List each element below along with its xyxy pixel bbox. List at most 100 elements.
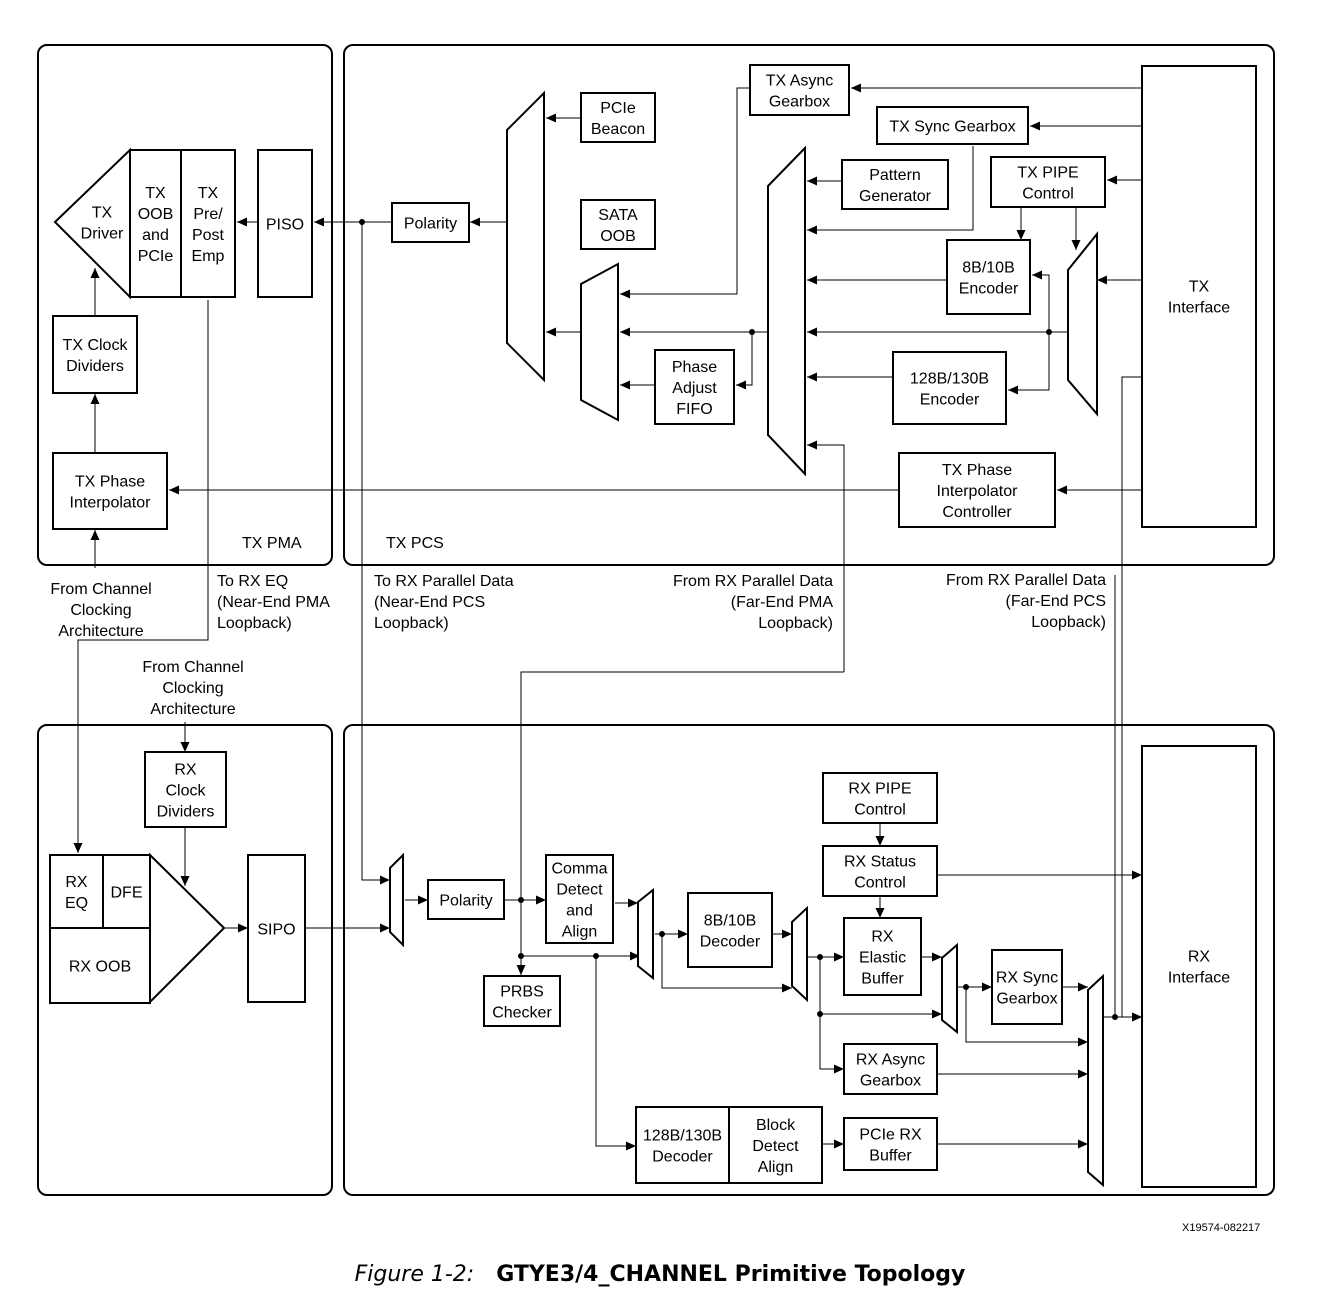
arrow-head — [875, 836, 885, 846]
tx-pipe-control-block — [990, 156, 1106, 208]
arrow-head — [380, 923, 390, 933]
arrow-head — [90, 394, 100, 404]
arrow-head — [620, 327, 630, 337]
enc-8b10b-block — [946, 239, 1031, 315]
from-rx-far-pma-note-line-3: Loopback) — [758, 615, 833, 632]
junction-dot — [1112, 1014, 1118, 1020]
caption-title: GTYE3/4_CHANNEL Primitive Topology — [496, 1262, 966, 1287]
tx-interface-block — [1141, 65, 1257, 528]
dec-128b130b-block-line-1: 128B/130B — [643, 1128, 722, 1145]
rx-polarity-block-line-1: Polarity — [439, 893, 492, 910]
arrow-head — [620, 289, 630, 299]
rx-async-gearbox-block — [843, 1043, 938, 1095]
tx-phase-interp-block — [52, 452, 168, 530]
enc-8b10b-block-line-1: 8B/10B — [962, 260, 1014, 277]
from-rx-far-pcs-note-line-1: From RX Parallel Data — [946, 572, 1106, 589]
arrow-head — [546, 113, 556, 123]
dfe-block-line-1: DFE — [111, 885, 143, 902]
sata-oob-block — [580, 199, 656, 250]
tx-pipe-control-block-line-2: Control — [1022, 186, 1074, 203]
tx-pcs-region — [343, 44, 1275, 566]
rx-clock-dividers-block-line-1: RX — [174, 762, 197, 779]
pattern-generator-block-line-1: Pattern — [869, 167, 921, 184]
block-detect-align-block-line-3: Align — [758, 1159, 794, 1176]
rx-mux-4 — [941, 942, 958, 1035]
tx-pma-region — [37, 44, 333, 566]
arrow-head — [1078, 1139, 1088, 1149]
piso-block-line-1: PISO — [266, 217, 304, 234]
to-rx-eq-note-line-1: To RX EQ — [217, 573, 288, 590]
dec-8b10b-block-line-2: Decoder — [700, 934, 761, 951]
connection-lines — [73, 83, 1142, 1151]
region-frames — [37, 44, 1275, 1196]
tx-driver-line-1: TX — [92, 205, 113, 222]
arrow-head — [1078, 982, 1088, 992]
tx-clock-dividers-block-line-1: TX Clock — [63, 337, 129, 354]
from-channel-clocking-tx-line-3: Architecture — [58, 623, 143, 640]
arrow-head — [169, 485, 179, 495]
sipo-block — [247, 854, 306, 1003]
tx-pipe-control-block-line-1: TX PIPE — [1017, 165, 1078, 182]
block-detect-align-block — [728, 1106, 823, 1184]
tx-pi-controller-block — [898, 452, 1056, 528]
arrow-head — [536, 895, 546, 905]
rx-pipe-control-block-line-1: RX PIPE — [848, 781, 911, 798]
rx-eq-block-line-1: RX — [65, 874, 88, 891]
arrow-head — [626, 1141, 636, 1151]
comma-detect-block — [545, 854, 614, 944]
junction-dot — [518, 953, 524, 959]
smallmux-feed — [1121, 376, 1142, 1018]
dec-128b130b-block — [635, 1106, 730, 1184]
to-rx-parallel-note-line-3: Loopback) — [374, 615, 449, 632]
pcie-rx-buffer-block-line-1: PCIe RX — [859, 1127, 922, 1144]
arrow-head — [1078, 1069, 1088, 1079]
dec-8b10b-block-line-1: 8B/10B — [704, 913, 756, 930]
pcie-beacon-block-line-2: Beacon — [591, 121, 645, 138]
from-channel-clocking-rx-line-1: From Channel — [142, 659, 243, 676]
arrow-head — [180, 742, 190, 752]
arrow-head — [736, 380, 746, 390]
rx-status-control-block-line-1: RX Status — [844, 854, 916, 871]
rx-elastic-buffer-block-line-1: RX — [871, 929, 894, 946]
arrow-head — [851, 83, 861, 93]
arrow-head — [1097, 275, 1107, 285]
phase-adjust-fifo-block-line-2: Adjust — [672, 380, 717, 397]
bus-to-enc128 — [1008, 332, 1050, 391]
arrow-head — [1032, 270, 1042, 280]
prbs-checker-block-line-1: PRBS — [500, 984, 544, 1001]
enc-128b130b-block-line-1: 128B/130B — [910, 371, 989, 388]
rx-interface-block-line-1: RX — [1188, 949, 1211, 966]
from-channel-clocking-tx-line-1: From Channel — [50, 581, 151, 598]
rx-status-control-block-line-2: Control — [854, 875, 906, 892]
rx-mux-2 — [637, 887, 654, 981]
rx-oob-block-line-1: RX OOB — [69, 959, 131, 976]
rx-pipe-control-block — [822, 772, 938, 824]
async-gb-feed — [620, 87, 750, 295]
near-pma-loop — [77, 300, 209, 853]
tx-polarity-block — [391, 202, 470, 243]
tx-interface-block-line-2: Interface — [1168, 300, 1230, 317]
sipo-block-line-1: SIPO — [257, 922, 295, 939]
sata-oob-block-line-1: SATA — [598, 207, 638, 224]
arrow-head — [1057, 485, 1067, 495]
tx-emp-block-line-4: Emp — [192, 248, 225, 265]
tx-driver-line-2: Driver — [81, 226, 124, 243]
arrow-head — [314, 217, 324, 227]
tx-main-mux — [767, 145, 806, 477]
from-rx-far-pcs-note-line-3: Loopback) — [1031, 614, 1106, 631]
arrow-head — [782, 929, 792, 939]
dec-128b130b-block-line-2: Decoder — [652, 1149, 713, 1166]
rx-pipe-control-block-line-2: Control — [854, 802, 906, 819]
tx-oob-block-line-2: OOB — [138, 206, 174, 223]
rx-loopback-mux — [389, 852, 404, 948]
sata-oob-block-line-2: OOB — [600, 228, 636, 245]
arrow-head — [807, 275, 817, 285]
tx-clock-dividers-block — [52, 315, 138, 394]
rx-eq-block — [49, 854, 104, 929]
tx-oob-block-line-1: TX — [145, 185, 166, 202]
tx-async-gearbox-block-line-2: Gearbox — [769, 94, 830, 111]
phase-adjust-fifo-block-line-1: Phase — [672, 359, 717, 376]
pattern-generator-block-line-2: Generator — [859, 188, 932, 205]
